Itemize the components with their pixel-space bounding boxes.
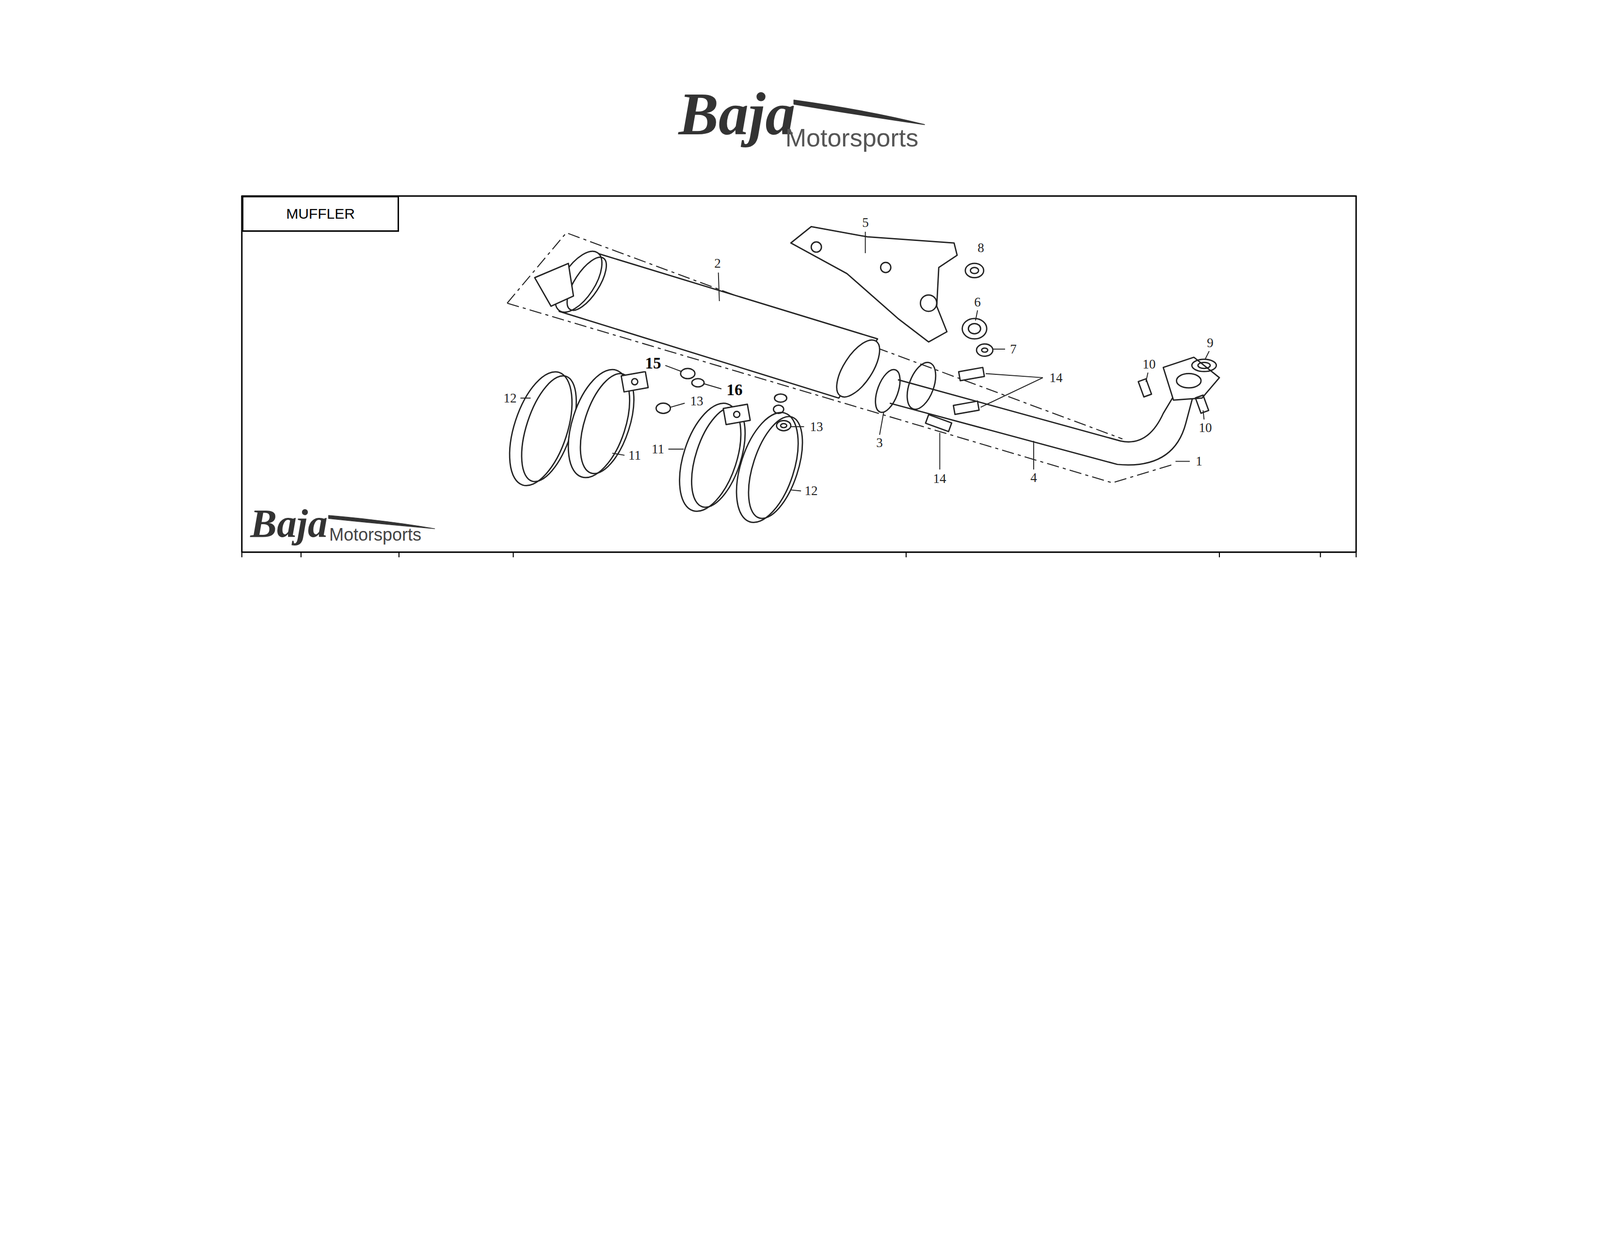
callout-number: 13 [689, 394, 705, 408]
logo-text: Motorsports [785, 125, 919, 151]
logo-text: Baja [678, 84, 796, 145]
callout-number: 12 [803, 484, 819, 498]
callout-number: 12 [502, 391, 518, 405]
callout-number: 5 [861, 216, 870, 230]
callout-number: 10 [1141, 357, 1157, 371]
callout-number: 3 [875, 436, 884, 450]
callout-number: 4 [1029, 471, 1039, 485]
callout-number: 16 [725, 382, 744, 399]
callout-number: 9 [1205, 336, 1215, 350]
watermark-text: Motorsports [329, 526, 422, 544]
section-title: MUFFLER [286, 205, 355, 223]
callout-number: 8 [976, 241, 986, 255]
callout-number: 13 [809, 420, 825, 434]
callout-number: 14 [932, 472, 948, 486]
callout-number: 2 [713, 256, 722, 271]
callout-number: 11 [627, 448, 642, 463]
callout-number: 6 [973, 295, 982, 309]
callout-number: 10 [1198, 421, 1214, 435]
callout-number: 1 [1194, 454, 1204, 468]
callout-number: 7 [1008, 342, 1018, 356]
callout-number: 15 [644, 355, 663, 372]
callout-number: 11 [650, 442, 666, 456]
watermark-text: Baja [250, 503, 328, 544]
section-header-box: MUFFLER [241, 195, 400, 232]
callout-number: 14 [1048, 371, 1064, 385]
